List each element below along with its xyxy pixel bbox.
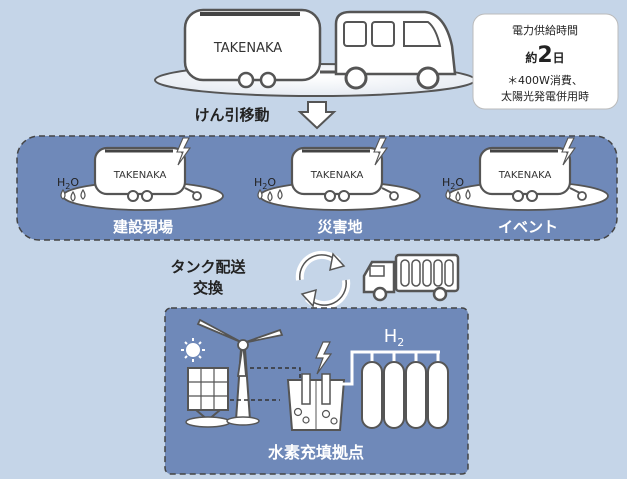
site-h2o-sub: 2 — [450, 182, 455, 191]
site-group: TAKENAKA H2O イベント — [442, 137, 609, 236]
site-trailer-brand: TAKENAKA — [498, 170, 552, 181]
station-h2-main: H — [384, 326, 398, 347]
site-h2o-label: H2O — [57, 176, 79, 191]
wind-turbine-icon — [196, 318, 284, 426]
site-hitch-wheel — [577, 191, 587, 201]
move-label: けん引移動 — [194, 106, 269, 124]
trailer-wheel — [259, 71, 277, 89]
station-label: 水素充填拠点 — [268, 443, 364, 462]
hydrogen-station-graphics: H2 — [181, 318, 449, 431]
site-h2o-label: H2O — [442, 176, 464, 191]
water-drops-icon — [60, 188, 86, 202]
site-h2o-main: H — [442, 176, 450, 189]
site-trailer-brand: TAKENAKA — [113, 170, 167, 181]
info-note-line2: 太陽光発電併用時 — [501, 89, 589, 103]
site-h2o-sub: 2 — [262, 182, 267, 191]
site-wheel — [526, 190, 538, 202]
site-lightning-icon — [373, 137, 389, 166]
exchange-cycle-icon — [295, 250, 351, 310]
truck-window — [343, 21, 367, 47]
site-wheel — [324, 190, 336, 202]
site-wheel — [127, 190, 139, 202]
station-h2-label: H2 — [384, 326, 405, 349]
trailer-wheel — [237, 71, 255, 89]
site-wheel — [338, 190, 350, 202]
site-h2o-tail: O — [70, 176, 79, 189]
site-label: 災害地 — [317, 218, 362, 236]
site-lightning-icon — [561, 137, 577, 166]
trailer-brand-text: TAKENAKA — [213, 41, 282, 56]
power-line — [250, 367, 301, 380]
site-label: 建設現場 — [113, 218, 173, 236]
truck-windshield — [403, 21, 442, 47]
site-wheel — [141, 190, 153, 202]
site-lightning-icon — [176, 137, 192, 166]
station-h2-sub: 2 — [397, 336, 404, 349]
delivery-truck-icon — [362, 253, 460, 302]
sun-icon — [181, 338, 205, 362]
site-hitch-wheel — [192, 191, 202, 201]
info-box-bg — [472, 13, 619, 110]
info-title: 電力供給時間 — [512, 23, 578, 37]
solar-panel-icon — [185, 367, 231, 428]
info-note-line1: ＊400W消費、 — [507, 73, 583, 87]
sites-layer: TAKENAKAH2O建設現場TAKENAKAH2O災害地TAKENAKAH2O… — [57, 137, 609, 236]
lightning-icon — [315, 341, 333, 375]
top-vehicle-group: TAKENAKA — [154, 8, 476, 97]
delivery-label-line1: タンク配送 — [170, 258, 246, 276]
site-h2o-main: H — [57, 176, 65, 189]
down-arrow-icon — [297, 101, 337, 130]
site-h2o-tail: O — [267, 176, 276, 189]
truck-wheel — [344, 66, 368, 90]
hydrogen-cylinders-icon — [361, 352, 449, 429]
site-group: TAKENAKA H2O 建設現場 — [57, 137, 224, 236]
site-h2o-main: H — [254, 176, 262, 189]
site-group: TAKENAKA H2O 災害地 — [254, 137, 421, 236]
electrolyzer-icon — [286, 373, 346, 431]
water-drops-icon — [257, 188, 283, 202]
site-trailer — [93, 146, 187, 196]
site-hitch-wheel — [389, 191, 399, 201]
site-label: イベント — [498, 218, 558, 236]
info-number: 2 — [537, 43, 552, 68]
site-trailer — [290, 146, 384, 196]
site-h2o-label: H2O — [254, 176, 276, 191]
info-unit: 日 — [553, 51, 565, 65]
truck-wheel — [416, 66, 440, 90]
truck-window — [371, 21, 395, 47]
info-prefix: 約 — [525, 50, 537, 65]
water-drops-icon — [445, 188, 471, 202]
power-info-box: 電力供給時間 約2日 ＊400W消費、 太陽光発電併用時 — [472, 13, 619, 110]
site-trailer — [478, 146, 572, 196]
site-trailer-brand: TAKENAKA — [310, 170, 364, 181]
info-duration: 約2日 — [525, 43, 564, 68]
hydrogen-pipe — [342, 350, 440, 386]
site-wheel — [512, 190, 524, 202]
delivery-label-line2: 交換 — [193, 279, 224, 297]
site-h2o-sub: 2 — [65, 182, 70, 191]
site-h2o-tail: O — [455, 176, 464, 189]
